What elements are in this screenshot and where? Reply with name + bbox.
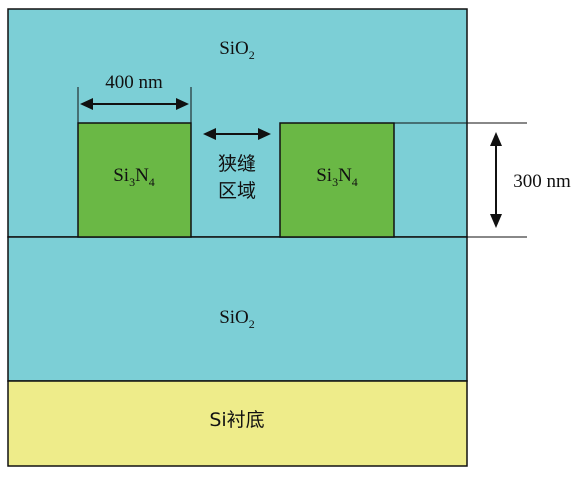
- substrate-label: Si衬底: [209, 409, 264, 431]
- width-arrowhead-left: [80, 98, 93, 110]
- height-arrowhead-top: [490, 132, 502, 146]
- left-waveguide-label: Si3N4: [113, 165, 155, 189]
- si-substrate-layer: [7, 380, 468, 467]
- slot-arrowhead-right: [258, 128, 271, 140]
- height-arrowhead-bottom: [490, 214, 502, 228]
- height-dimension-label: 300 nm: [513, 171, 571, 192]
- width-dimension-label: 400 nm: [105, 72, 163, 93]
- left-waveguide: [77, 122, 192, 238]
- bottom-oxide-label: SiO2: [219, 307, 255, 331]
- slot-arrowhead-left: [203, 128, 216, 140]
- width-arrowhead-right: [176, 98, 189, 110]
- right-waveguide-label: Si3N4: [316, 165, 358, 189]
- slot-region-label-line1: 狭缝: [218, 153, 256, 175]
- top-oxide-label: SiO2: [219, 38, 255, 62]
- bottom-oxide-layer: [7, 236, 468, 382]
- slot-region-label-line2: 区域: [218, 180, 256, 202]
- right-waveguide: [279, 122, 395, 238]
